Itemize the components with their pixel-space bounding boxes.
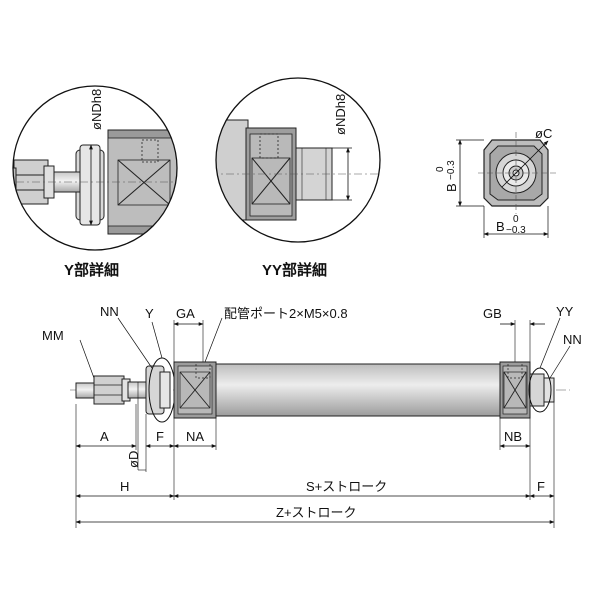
dim-z-stroke: Z+ストローク [276,505,357,520]
label-mm: MM [42,328,64,343]
y-detail-view: øNDh8 Y部詳細 [12,85,178,279]
label-nn-left: NN [100,304,119,319]
end-view-b-bottom-tol-upper: 0 [513,214,519,225]
label-gb: GB [483,306,502,321]
dim-nb: NB [504,429,522,444]
end-view-b-bottom: B [496,219,505,234]
end-view-b-side-tol-lower: −0.3 [446,160,457,180]
dim-f-left: F [156,429,164,444]
dim-s-stroke: S+ストローク [306,479,387,494]
end-view-b-bottom-tol-lower: −0.3 [506,225,526,236]
y-detail-title: Y部詳細 [64,261,119,279]
end-view: øC B 0 −0.3 B 0 −0.3 [435,126,556,238]
dim-h: H [120,479,129,494]
label-port-note: 配管ポート2×M5×0.8 [224,306,348,321]
label-yy-ref: YY [556,304,574,319]
label-y-ref: Y [145,306,154,321]
yy-rod-dim-label: øNDh8 [333,94,348,135]
dim-f-right: F [537,479,545,494]
end-view-b-side-tol-upper: 0 [435,166,446,172]
y-rod-dim-label: øNDh8 [89,89,104,130]
label-nn-right: NN [563,332,582,347]
dim-na: NA [186,429,204,444]
yy-detail-view: øNDh8 YY部詳細 [215,77,381,279]
dim-a: A [100,429,109,444]
yy-detail-title: YY部詳細 [262,261,327,279]
main-side-view: A F NA NB øD H S+ストローク F Z+ストローク MM NN Y [42,304,582,528]
end-view-dia-c: øC [535,126,552,141]
end-view-b-side: B [444,183,459,192]
label-ga: GA [176,306,195,321]
dim-dia-d: øD [126,451,141,468]
